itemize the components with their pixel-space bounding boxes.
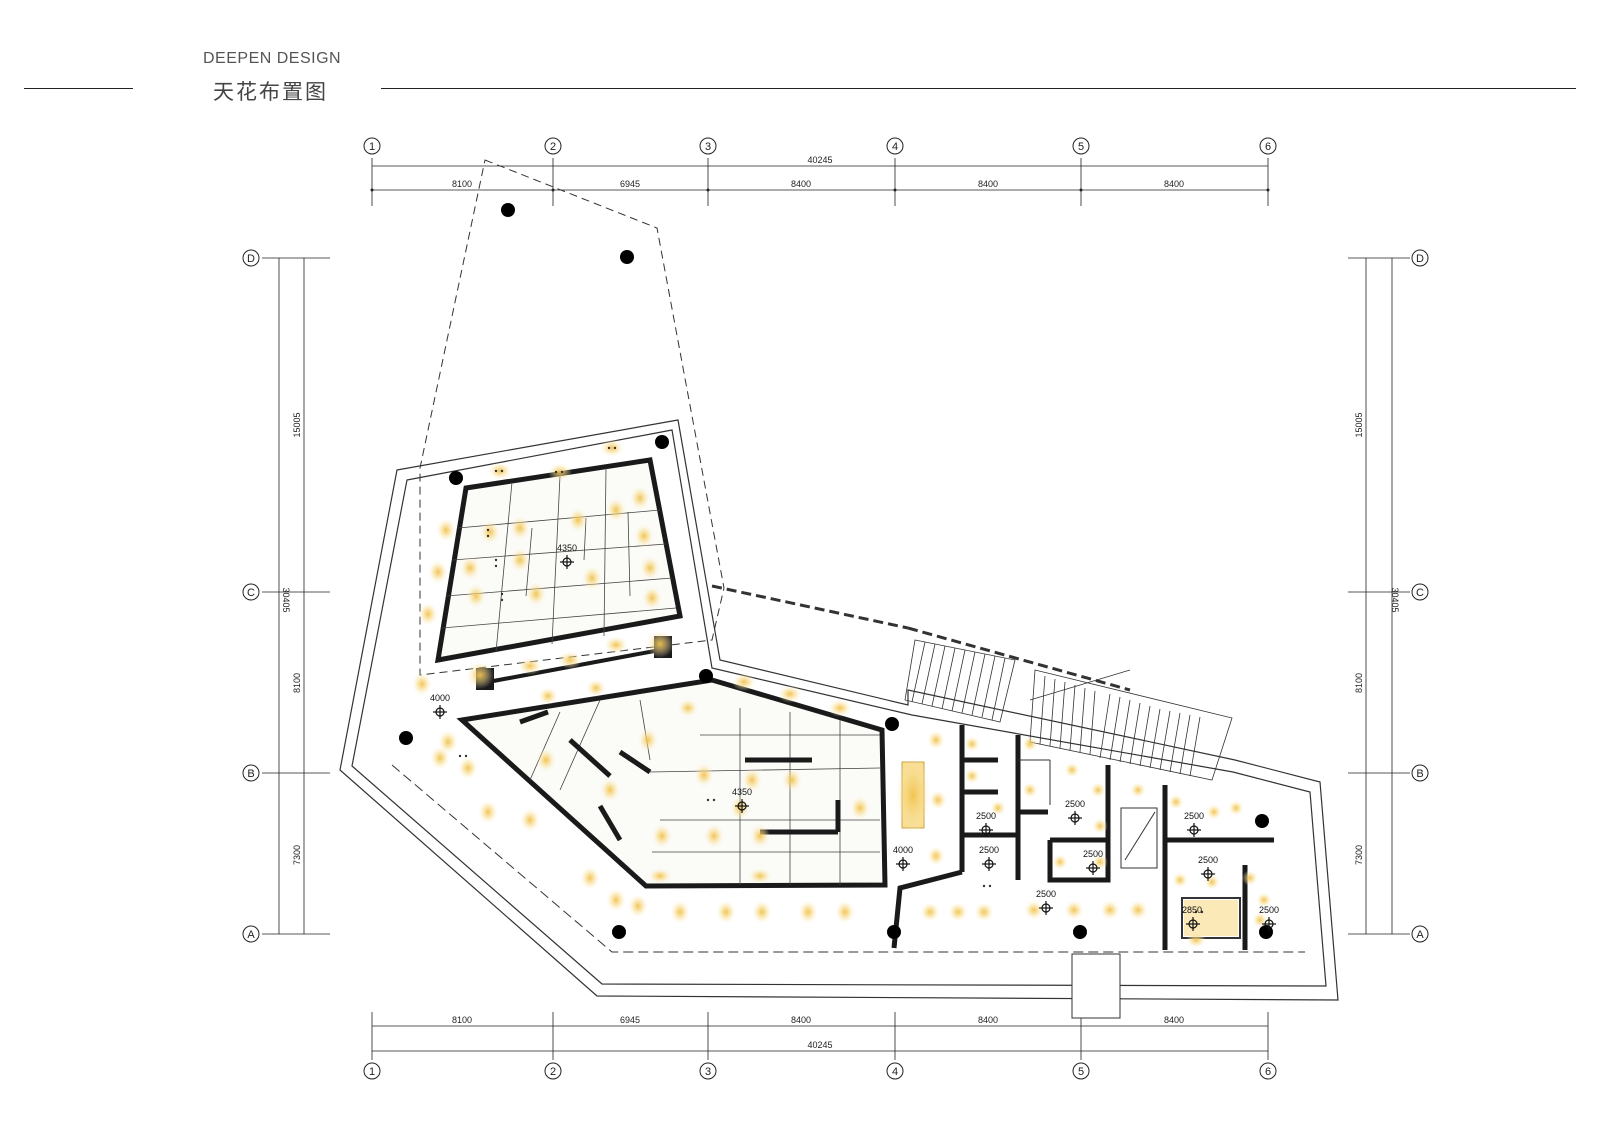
axis-label-left-D: D: [247, 253, 255, 265]
height-markers: [433, 555, 1276, 931]
axis-label-top-2: 2: [550, 141, 556, 153]
left-dimension-lines: [262, 257, 330, 935]
fixture-markers: [458, 446, 1204, 914]
right-axis-bubbles: [1411, 249, 1429, 943]
top-span-2: 6945: [620, 179, 640, 189]
height-label-cell-b: 2500: [1065, 799, 1085, 809]
axis-label-right-D: D: [1416, 253, 1424, 265]
staircase-west: [904, 639, 1016, 723]
bottom-total-dimension: 40245: [807, 1040, 832, 1050]
top-axis-bubbles: [363, 137, 1277, 155]
axis-label-right-C: C: [1416, 587, 1424, 599]
height-label-cell-d: 2500: [1083, 849, 1103, 859]
height-label-cell-e: 2500: [1036, 889, 1056, 899]
axis-label-bottom-5: 5: [1078, 1066, 1084, 1078]
title-rule-right: [381, 88, 1576, 89]
balcony-dashed-line: [391, 584, 1305, 953]
right-span-15005: 15005: [1354, 412, 1364, 437]
top-span-5: 8400: [1164, 179, 1184, 189]
axis-label-top-5: 5: [1078, 141, 1084, 153]
axis-label-top-4: 4: [892, 141, 898, 153]
top-total-dimension: 40245: [807, 155, 832, 165]
bottom-dimension-lines: [371, 1012, 1269, 1060]
axis-label-right-A: A: [1416, 929, 1424, 941]
right-dimension-lines: [1348, 257, 1410, 935]
structural-columns: [399, 203, 1273, 939]
height-label-west-corridor: 4000: [430, 693, 450, 703]
bottom-span-2: 6945: [620, 1015, 640, 1025]
axis-label-left-A: A: [247, 929, 255, 941]
axis-label-right-B: B: [1416, 768, 1423, 780]
height-label-cell-c: 2500: [979, 845, 999, 855]
bottom-axis-bubbles: [363, 1062, 1277, 1080]
top-dimension-ticks: [370, 188, 1270, 192]
height-label-cell-f: 2500: [1184, 811, 1204, 821]
brand-name: DEEPEN DESIGN: [203, 50, 342, 67]
axis-label-bottom-3: 3: [705, 1066, 711, 1078]
entrance-vestibule: [1071, 953, 1121, 1019]
axis-label-left-C: C: [247, 587, 255, 599]
axis-label-top-1: 1: [369, 141, 375, 153]
left-axis-bubbles: [242, 249, 260, 943]
axis-label-bottom-4: 4: [892, 1066, 898, 1078]
height-label-upper-room: 4350: [557, 543, 577, 553]
bottom-span-4: 8400: [978, 1015, 998, 1025]
middle-room: [456, 677, 888, 889]
left-total-dimension: 30405: [281, 587, 291, 612]
right-total-dimension: 30405: [1390, 587, 1400, 612]
left-span-8100: 8100: [292, 673, 302, 693]
exterior-wall: [339, 419, 1339, 1001]
canopy-outline: [419, 159, 725, 676]
top-span-4: 8400: [978, 179, 998, 189]
title-rule-left: [24, 88, 133, 89]
height-label-cell-i: 2500: [1259, 905, 1279, 915]
bottom-span-5: 8400: [1164, 1015, 1184, 1025]
drawing-title: 天花布置图: [213, 80, 328, 104]
axis-label-top-6: 6: [1265, 141, 1271, 153]
east-partitions: [891, 725, 1274, 950]
top-span-3: 8400: [791, 179, 811, 189]
east-thin-partitions: [1018, 759, 1241, 939]
height-label-cell-a: 2500: [976, 811, 996, 821]
height-label-cell-g: 2500: [1198, 855, 1218, 865]
axis-label-left-B: B: [247, 768, 254, 780]
bottom-span-3: 8400: [791, 1015, 811, 1025]
light-fixtures: [412, 439, 1272, 948]
axis-label-top-3: 3: [705, 141, 711, 153]
bottom-span-1: 8100: [452, 1015, 472, 1025]
height-label-central-corridor: 4000: [893, 845, 913, 855]
top-span-1: 8100: [452, 179, 472, 189]
axis-label-bottom-6: 6: [1265, 1066, 1271, 1078]
axis-label-bottom-1: 1: [369, 1066, 375, 1078]
staircase-east: [1029, 669, 1233, 781]
height-label-cell-h: 2850: [1182, 905, 1202, 915]
top-dimension-lines: [371, 158, 1269, 206]
right-span-7300: 7300: [1354, 845, 1364, 865]
right-span-8100: 8100: [1354, 673, 1364, 693]
axis-label-bottom-2: 2: [550, 1066, 556, 1078]
left-span-15005: 15005: [292, 412, 302, 437]
left-span-7300: 7300: [292, 845, 302, 865]
height-label-middle-room: 4350: [732, 787, 752, 797]
